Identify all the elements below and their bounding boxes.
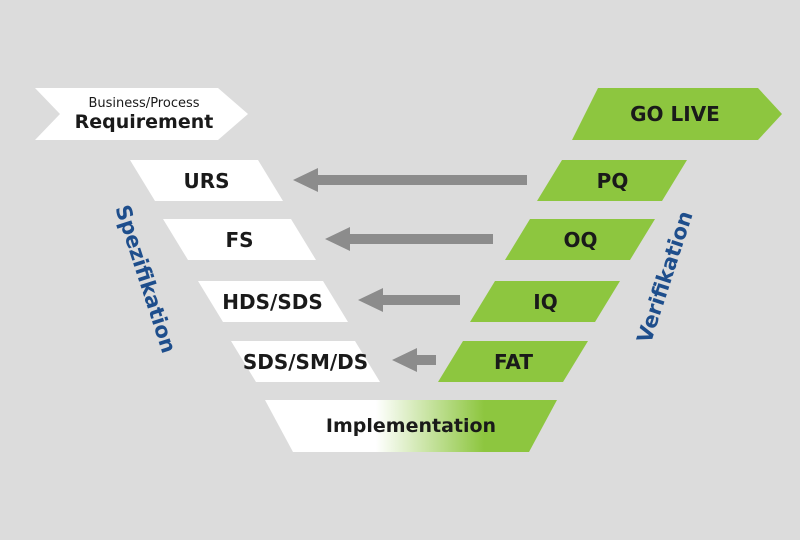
step-label-pq: PQ — [596, 168, 629, 193]
requirement-label: Business/Process Requirement — [40, 90, 248, 140]
go-live-shape — [572, 88, 782, 140]
go-live-label: GO LIVE — [630, 102, 720, 126]
step-shape-fs — [163, 219, 316, 260]
step-shape-urs — [130, 160, 283, 201]
implementation-shape — [265, 400, 557, 452]
requirement-main-text: Requirement — [74, 111, 214, 133]
implementation-label: Implementation — [325, 415, 497, 437]
arrow-oq-to-fs — [325, 227, 493, 251]
step-label-urs: URS — [183, 168, 230, 193]
arrow-pq-to-urs — [293, 168, 527, 192]
requirement-top-text: Business/Process — [88, 96, 200, 111]
step-label-fat: FAT — [494, 349, 533, 374]
step-label-iq: IQ — [533, 289, 558, 314]
step-shape-sds-sm-ds — [231, 341, 380, 382]
step-shape-iq — [470, 281, 620, 322]
step-shape-pq — [537, 160, 687, 201]
step-shape-fat — [438, 341, 588, 382]
requirement-shape — [35, 88, 248, 140]
step-label-hds-sds: HDS/SDS — [222, 289, 323, 314]
step-label-fs: FS — [225, 227, 254, 252]
arrow-iq-to-hds-sds — [358, 288, 460, 312]
step-shape-oq — [505, 219, 655, 260]
step-label-sds-sm-ds: SDS/SM/DS — [242, 349, 369, 374]
step-shape-hds-sds — [198, 281, 348, 322]
step-label-oq: OQ — [563, 227, 598, 252]
arrow-fat-to-sds-sm-ds — [392, 348, 436, 372]
